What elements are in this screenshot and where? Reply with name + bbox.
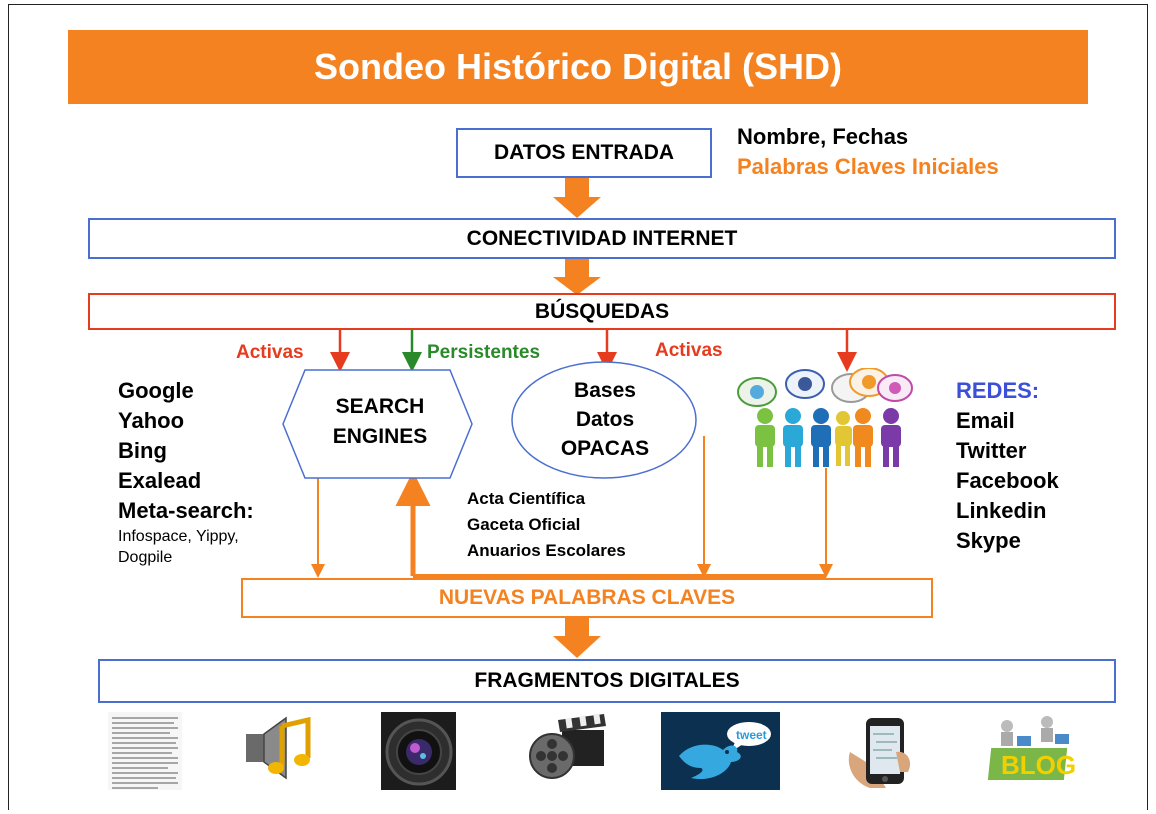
tweet-label: tweet <box>736 728 767 742</box>
music-speaker-icon <box>246 716 311 780</box>
smartphone-icon <box>848 718 911 788</box>
list-item: Skype <box>956 528 1021 553</box>
list-item: Exalead <box>118 468 202 493</box>
connectivity-box: CONECTIVIDAD INTERNET <box>88 218 1116 259</box>
twitter-bird-icon: tweet <box>661 712 780 790</box>
search-engines-hexagon <box>282 369 473 479</box>
label-active-right: Activas <box>655 340 723 361</box>
list-item: Gaceta Oficial <box>467 515 581 534</box>
input-notes-line2: Palabras Claves Iniciales <box>737 154 999 179</box>
search-engines-label: SEARCH ENGINES <box>332 395 428 448</box>
flow-arrow-1 <box>553 177 601 218</box>
slide-frame <box>8 4 1148 810</box>
page-title: Sondeo Histórico Digital (SHD) <box>68 30 1088 104</box>
list-item: Facebook <box>956 468 1059 493</box>
flow-arrow-3 <box>553 616 601 658</box>
opaque-sources-list: Acta Científica Gaceta Oficial Anuarios … <box>467 486 626 564</box>
flow-arrow-2 <box>553 259 601 295</box>
networks-list: REDES: Email Twitter Facebook Linkedin S… <box>956 376 1059 556</box>
list-item: Anuarios Escolares <box>467 541 626 560</box>
list-item: Meta-search: <box>118 498 254 523</box>
list-item: Yahoo <box>118 408 185 433</box>
input-notes-line1: Nombre, Fechas <box>737 124 909 149</box>
new-keywords-box: NUEVAS PALABRAS CLAVES <box>241 578 933 618</box>
search-engines-list: Google Yahoo Bing Exalead Meta-search: I… <box>118 376 254 568</box>
opaque-databases-ellipse <box>511 361 697 479</box>
list-item: Infospace, Yippy, <box>118 528 239 545</box>
list-item: Linkedin <box>956 498 1047 523</box>
camera-lens-icon <box>381 712 456 790</box>
list-item: Acta Científica <box>467 489 586 508</box>
list-item: Twitter <box>956 438 1027 463</box>
blog-label: BLOG <box>1001 750 1076 780</box>
opaque-databases-label: Bases Datos OPACAS <box>560 379 650 460</box>
list-item: Bing <box>118 438 167 463</box>
blog-icon: BLOG <box>987 716 1076 780</box>
networks-title: REDES: <box>956 378 1040 403</box>
label-persistent: Persistentes <box>427 342 541 363</box>
document-scan-icon <box>108 712 182 790</box>
film-reel-icon <box>529 713 606 779</box>
list-item: Google <box>118 378 194 403</box>
social-network-people-icon <box>737 368 913 467</box>
list-item: Dogpile <box>118 549 173 566</box>
list-item: Email <box>956 408 1015 433</box>
input-data-box: DATOS ENTRADA <box>456 128 712 178</box>
digital-fragments-box: FRAGMENTOS DIGITALES <box>98 659 1116 703</box>
searches-box: BÚSQUEDAS <box>88 293 1116 330</box>
label-active-left: Activas <box>236 342 304 363</box>
